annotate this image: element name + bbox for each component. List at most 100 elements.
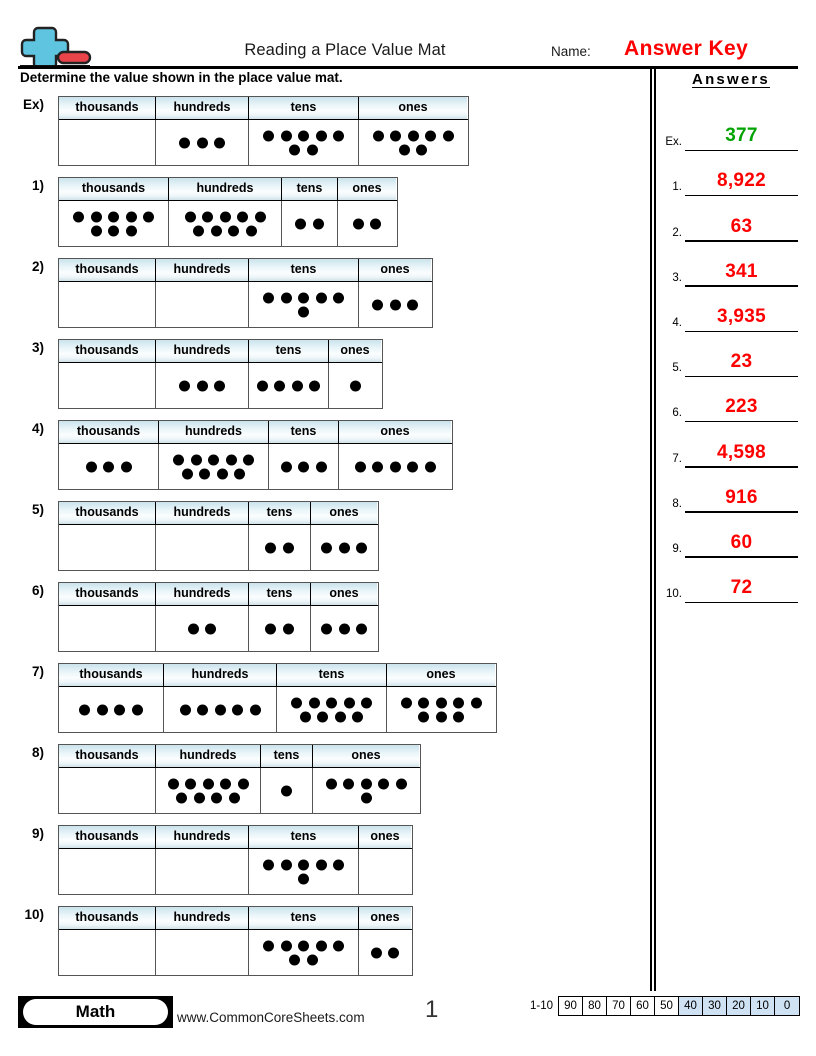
dot-group [59, 211, 168, 236]
dot-group [282, 218, 337, 229]
mat-header-ones: ones [329, 340, 381, 362]
place-value-dot [245, 225, 257, 236]
dot-row [256, 380, 321, 391]
dot-group [156, 778, 260, 803]
answer-blank-line [685, 420, 798, 423]
answer-number: Ex. [665, 136, 682, 149]
score-cell: 90 [559, 997, 584, 1015]
place-value-dot [306, 144, 318, 155]
mat-header-hundreds: hundreds [156, 826, 249, 848]
answer-number: 5. [672, 362, 682, 375]
answer-blank-line [685, 375, 798, 378]
mat-body-row [59, 849, 412, 894]
place-value-dot [190, 454, 202, 465]
dot-group [249, 292, 358, 317]
mat-cell-hundreds [156, 363, 249, 408]
place-value-dot [214, 704, 226, 715]
mat-header-ones: ones [311, 583, 377, 605]
dot-group [156, 623, 248, 634]
place-value-dot [196, 137, 208, 148]
dot-group [249, 940, 358, 965]
place-value-dot [108, 211, 119, 222]
answer-row: 6.223 [658, 377, 808, 423]
score-cell: 70 [607, 997, 632, 1015]
dot-row [298, 306, 309, 317]
place-value-dot [326, 697, 337, 708]
answers-heading: Answers [692, 71, 770, 88]
place-value-dot [343, 778, 354, 789]
place-value-dot [334, 711, 346, 722]
place-value-dot [289, 144, 301, 155]
place-value-dot [179, 137, 190, 148]
mat-header-tens: tens [269, 421, 339, 443]
place-value-dot [167, 778, 179, 789]
answer-value: 63 [730, 215, 753, 237]
mat-cell-hundreds [156, 849, 249, 894]
answer-value: 377 [725, 125, 758, 147]
mat-cell-hundreds [169, 201, 282, 246]
place-value-dot [315, 859, 327, 870]
mat-cell-thousands [59, 525, 156, 570]
score-cell: 60 [631, 997, 656, 1015]
mat-cell-thousands [59, 930, 156, 975]
dot-row [265, 542, 294, 553]
answer-blank-line [685, 556, 798, 558]
place-value-dot [179, 380, 190, 391]
place-value-dot [114, 704, 126, 715]
place-value-dot [232, 704, 243, 715]
answers-divider [650, 66, 656, 991]
dot-row [291, 697, 372, 708]
place-value-dot [197, 704, 208, 715]
answer-number: 9. [672, 542, 682, 555]
answer-number: 4. [672, 316, 682, 329]
answer-value: 916 [725, 486, 758, 508]
place-value-dot [389, 299, 401, 310]
mat-cell-ones [329, 363, 381, 408]
dot-group [329, 380, 381, 391]
problem-number: 8) [31, 745, 44, 760]
dot-row [263, 940, 344, 951]
place-value-dot [90, 211, 102, 222]
answer-number: 7. [672, 452, 682, 465]
dot-row [263, 859, 344, 870]
mat-header-ones: ones [359, 826, 411, 848]
mat-header-thousands: thousands [59, 664, 164, 686]
place-value-dot [395, 778, 407, 789]
place-value-dot [243, 454, 254, 465]
dot-row [352, 218, 382, 229]
answer-row: 5.23 [658, 332, 808, 378]
place-value-dot [312, 218, 324, 229]
place-value-dot [103, 461, 114, 472]
problem-number: 3) [31, 340, 44, 355]
mat-body-row [59, 768, 420, 813]
dot-row [289, 144, 318, 155]
dot-row [193, 225, 257, 236]
dot-group [249, 130, 358, 155]
problem-number: 10) [24, 907, 44, 922]
mat-cell-thousands [59, 444, 159, 489]
answer-row: 9.60 [658, 513, 808, 558]
dot-group [311, 623, 377, 634]
place-value-dot [193, 792, 205, 803]
place-value-dot [280, 859, 292, 870]
dot-row [370, 947, 400, 958]
mat-header-hundreds: hundreds [156, 583, 249, 605]
place-value-dot [220, 778, 231, 789]
mat-cell-hundreds [156, 606, 249, 651]
dot-group [249, 542, 310, 553]
mat-cell-ones [311, 606, 377, 651]
place-value-dot [372, 461, 383, 472]
place-value-dot [96, 704, 108, 715]
answer-row: 10.72 [658, 558, 808, 604]
dot-group [339, 461, 451, 472]
score-cell: 10 [751, 997, 776, 1015]
dot-row [281, 785, 292, 796]
mat-header-hundreds: hundreds [164, 664, 277, 686]
place-value-dot [398, 144, 410, 155]
